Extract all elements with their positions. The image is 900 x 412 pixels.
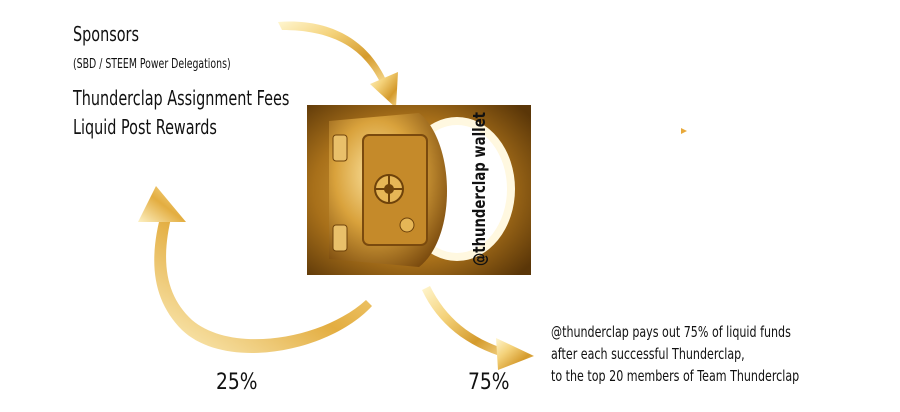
- payout-line-1: @thunderclap pays out 75% of liquid fund…: [551, 323, 791, 341]
- delegations-label: (SBD / STEEM Power Delegations): [73, 57, 231, 72]
- payout-arrow-75: [422, 286, 534, 370]
- payout-line-2: after each successful Thunderclap,: [551, 345, 745, 363]
- post-rewards-label: Liquid Post Rewards: [73, 115, 217, 139]
- incoming-arrow: [278, 21, 398, 108]
- assignment-fees-label: Thunderclap Assignment Fees: [73, 86, 290, 110]
- vault-image: [307, 105, 531, 275]
- vault-label: @thunderclap wallet: [470, 111, 490, 266]
- sponsors-label: Sponsors: [73, 22, 139, 46]
- payout-description: @thunderclap pays out 75% of liquid fund…: [551, 321, 799, 387]
- percent-75-label: 75%: [468, 370, 510, 395]
- sparkle-icon: [681, 119, 687, 134]
- payout-line-3: to the top 20 members of Team Thundercla…: [551, 367, 800, 385]
- percent-25-label: 25%: [216, 370, 258, 395]
- return-arrow-25: [138, 186, 372, 353]
